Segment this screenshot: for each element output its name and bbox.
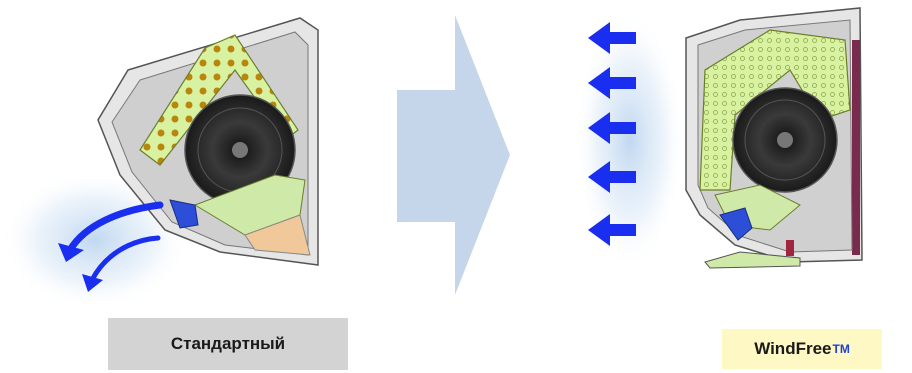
label-standard-text: Стандартный	[171, 334, 285, 354]
windfree-bottom-accent	[786, 240, 794, 256]
label-windfree-text: WindFree	[754, 339, 831, 359]
standard-fan-hub	[232, 142, 248, 158]
windfree-side-strip	[852, 40, 860, 255]
trademark-mark: TM	[832, 342, 849, 356]
label-standard: Стандартный	[108, 318, 348, 370]
windfree-unit	[575, 8, 862, 270]
standard-unit	[0, 18, 318, 310]
arrow-right-icon	[397, 15, 510, 295]
windfree-fan-hub	[777, 132, 793, 148]
